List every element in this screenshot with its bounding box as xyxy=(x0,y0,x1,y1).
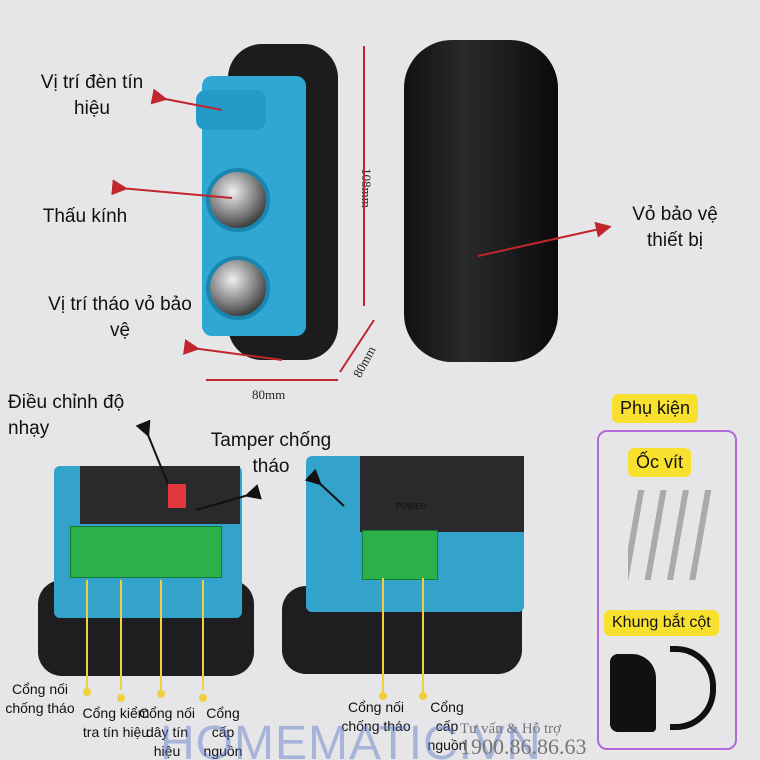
callout-dot xyxy=(379,692,387,700)
arrow-signal-light xyxy=(150,88,223,111)
port-label-tamper-right: Cổng nối chống tháo xyxy=(341,699,411,734)
label-signal-light: Vị trí đèn tín hiệu xyxy=(40,72,144,119)
callout-dot xyxy=(199,694,207,702)
port-label-test: Cổng kiểm tra tín hiệu xyxy=(82,705,150,740)
port-label-power: Cổng cấp nguồn xyxy=(203,705,243,759)
hotline-label: Tư vấn & Hỗ trợ xyxy=(460,721,562,737)
callout-dot xyxy=(419,692,427,700)
callout-line xyxy=(160,580,162,690)
port-label-power-right: Cổng cấp nguồn xyxy=(427,699,467,753)
left-terminal-block xyxy=(70,526,222,578)
arrow-lens xyxy=(111,179,233,199)
label-cover-release: Vị trí tháo vỏ bảo vệ xyxy=(48,294,192,341)
dim-width: 80mm xyxy=(252,387,286,402)
watermark-logo: HOMEMATIC.VN xyxy=(160,717,542,760)
callout-line xyxy=(202,580,204,690)
callout-dot xyxy=(83,688,91,696)
lower-lens xyxy=(206,256,270,320)
label-sensitivity: Điều chỉnh độ nhạy xyxy=(8,392,125,439)
accessories-box xyxy=(597,430,737,750)
dim-line-depth xyxy=(339,319,375,373)
module-power-print: POWER xyxy=(396,502,427,511)
label-protective-cover: Vỏ bảo vệ thiết bị xyxy=(632,204,718,251)
right-module-top xyxy=(360,456,524,532)
callout-line xyxy=(422,578,424,692)
callout-dot xyxy=(157,690,165,698)
right-terminal-block xyxy=(362,530,438,580)
label-tamper: Tamper chống tháo xyxy=(210,430,332,477)
arrow-cover-release xyxy=(183,339,283,361)
hotline: Tư vấn & Hỗ trợ 1900.86.86.63 xyxy=(460,722,587,758)
bracket-image xyxy=(610,654,656,732)
arrow-tamper-right xyxy=(304,468,345,507)
screws-image xyxy=(628,490,712,580)
hotline-number: 1900.86.86.63 xyxy=(460,734,587,759)
callout-line xyxy=(382,578,384,692)
arrow-cover xyxy=(477,221,612,257)
screws-label: Ốc vít xyxy=(628,448,692,477)
port-label-tamper: Cổng nối chống tháo xyxy=(5,681,75,716)
callout-line xyxy=(120,580,122,690)
sensitivity-dip-switch xyxy=(168,484,186,508)
arrow-sensitivity xyxy=(135,419,169,485)
bracket-label: Khung bắt cột xyxy=(604,610,719,636)
upper-lens xyxy=(206,168,270,232)
port-label-signal: Cổng nối dây tín hiệu xyxy=(138,705,196,759)
signal-light-housing xyxy=(196,90,266,130)
callout-line xyxy=(86,580,88,690)
callout-dot xyxy=(117,694,125,702)
accessories-title: Phụ kiện xyxy=(612,394,699,423)
label-lens: Thấu kính xyxy=(42,206,128,227)
protective-cover-image xyxy=(404,40,558,362)
arrow-tamper-left xyxy=(195,484,262,511)
left-module-top xyxy=(80,466,240,524)
